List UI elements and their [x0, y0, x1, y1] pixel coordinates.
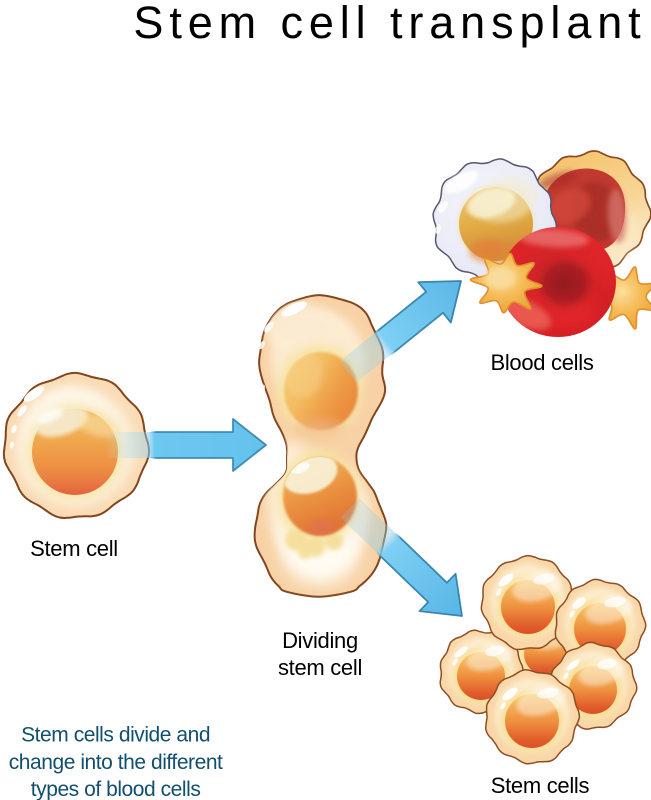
svg-text:change into the different: change into the different	[9, 751, 223, 774]
svg-text:Stem cell transplant: Stem cell transplant	[133, 0, 646, 48]
svg-text:Stem cells divide and: Stem cells divide and	[21, 724, 210, 747]
svg-text:stem cell: stem cell	[278, 655, 362, 680]
svg-text:Dividing: Dividing	[282, 628, 358, 653]
svg-text:Stem cell: Stem cell	[30, 536, 118, 561]
svg-text:types of blood cells: types of blood cells	[31, 778, 201, 800]
svg-text:Blood cells: Blood cells	[490, 350, 593, 375]
svg-text:Stem cells: Stem cells	[491, 773, 590, 798]
